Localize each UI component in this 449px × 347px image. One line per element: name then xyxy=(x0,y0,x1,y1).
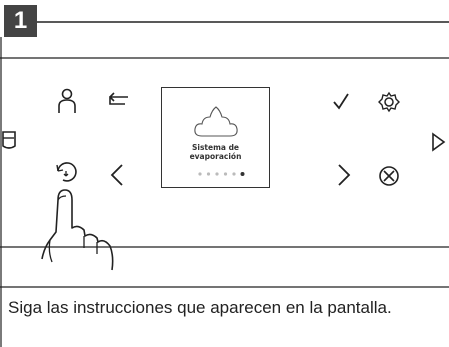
page-dot xyxy=(215,172,219,176)
display-screen: Sistema de evaporación xyxy=(161,87,270,188)
step-number-badge: 1 xyxy=(4,5,37,37)
page-dot xyxy=(198,172,202,176)
page-dot xyxy=(206,172,211,176)
display-title-line2: evaporación xyxy=(189,152,242,161)
page-dot-active xyxy=(240,172,245,176)
display-title-line1: Sistema de xyxy=(191,143,240,152)
page-dot xyxy=(223,172,228,176)
page-indicator xyxy=(198,172,245,176)
steam-cloud-icon xyxy=(194,106,238,137)
page-dot xyxy=(232,172,236,176)
instruction-caption: Siga las instrucciones que aparecen en l… xyxy=(8,298,392,317)
